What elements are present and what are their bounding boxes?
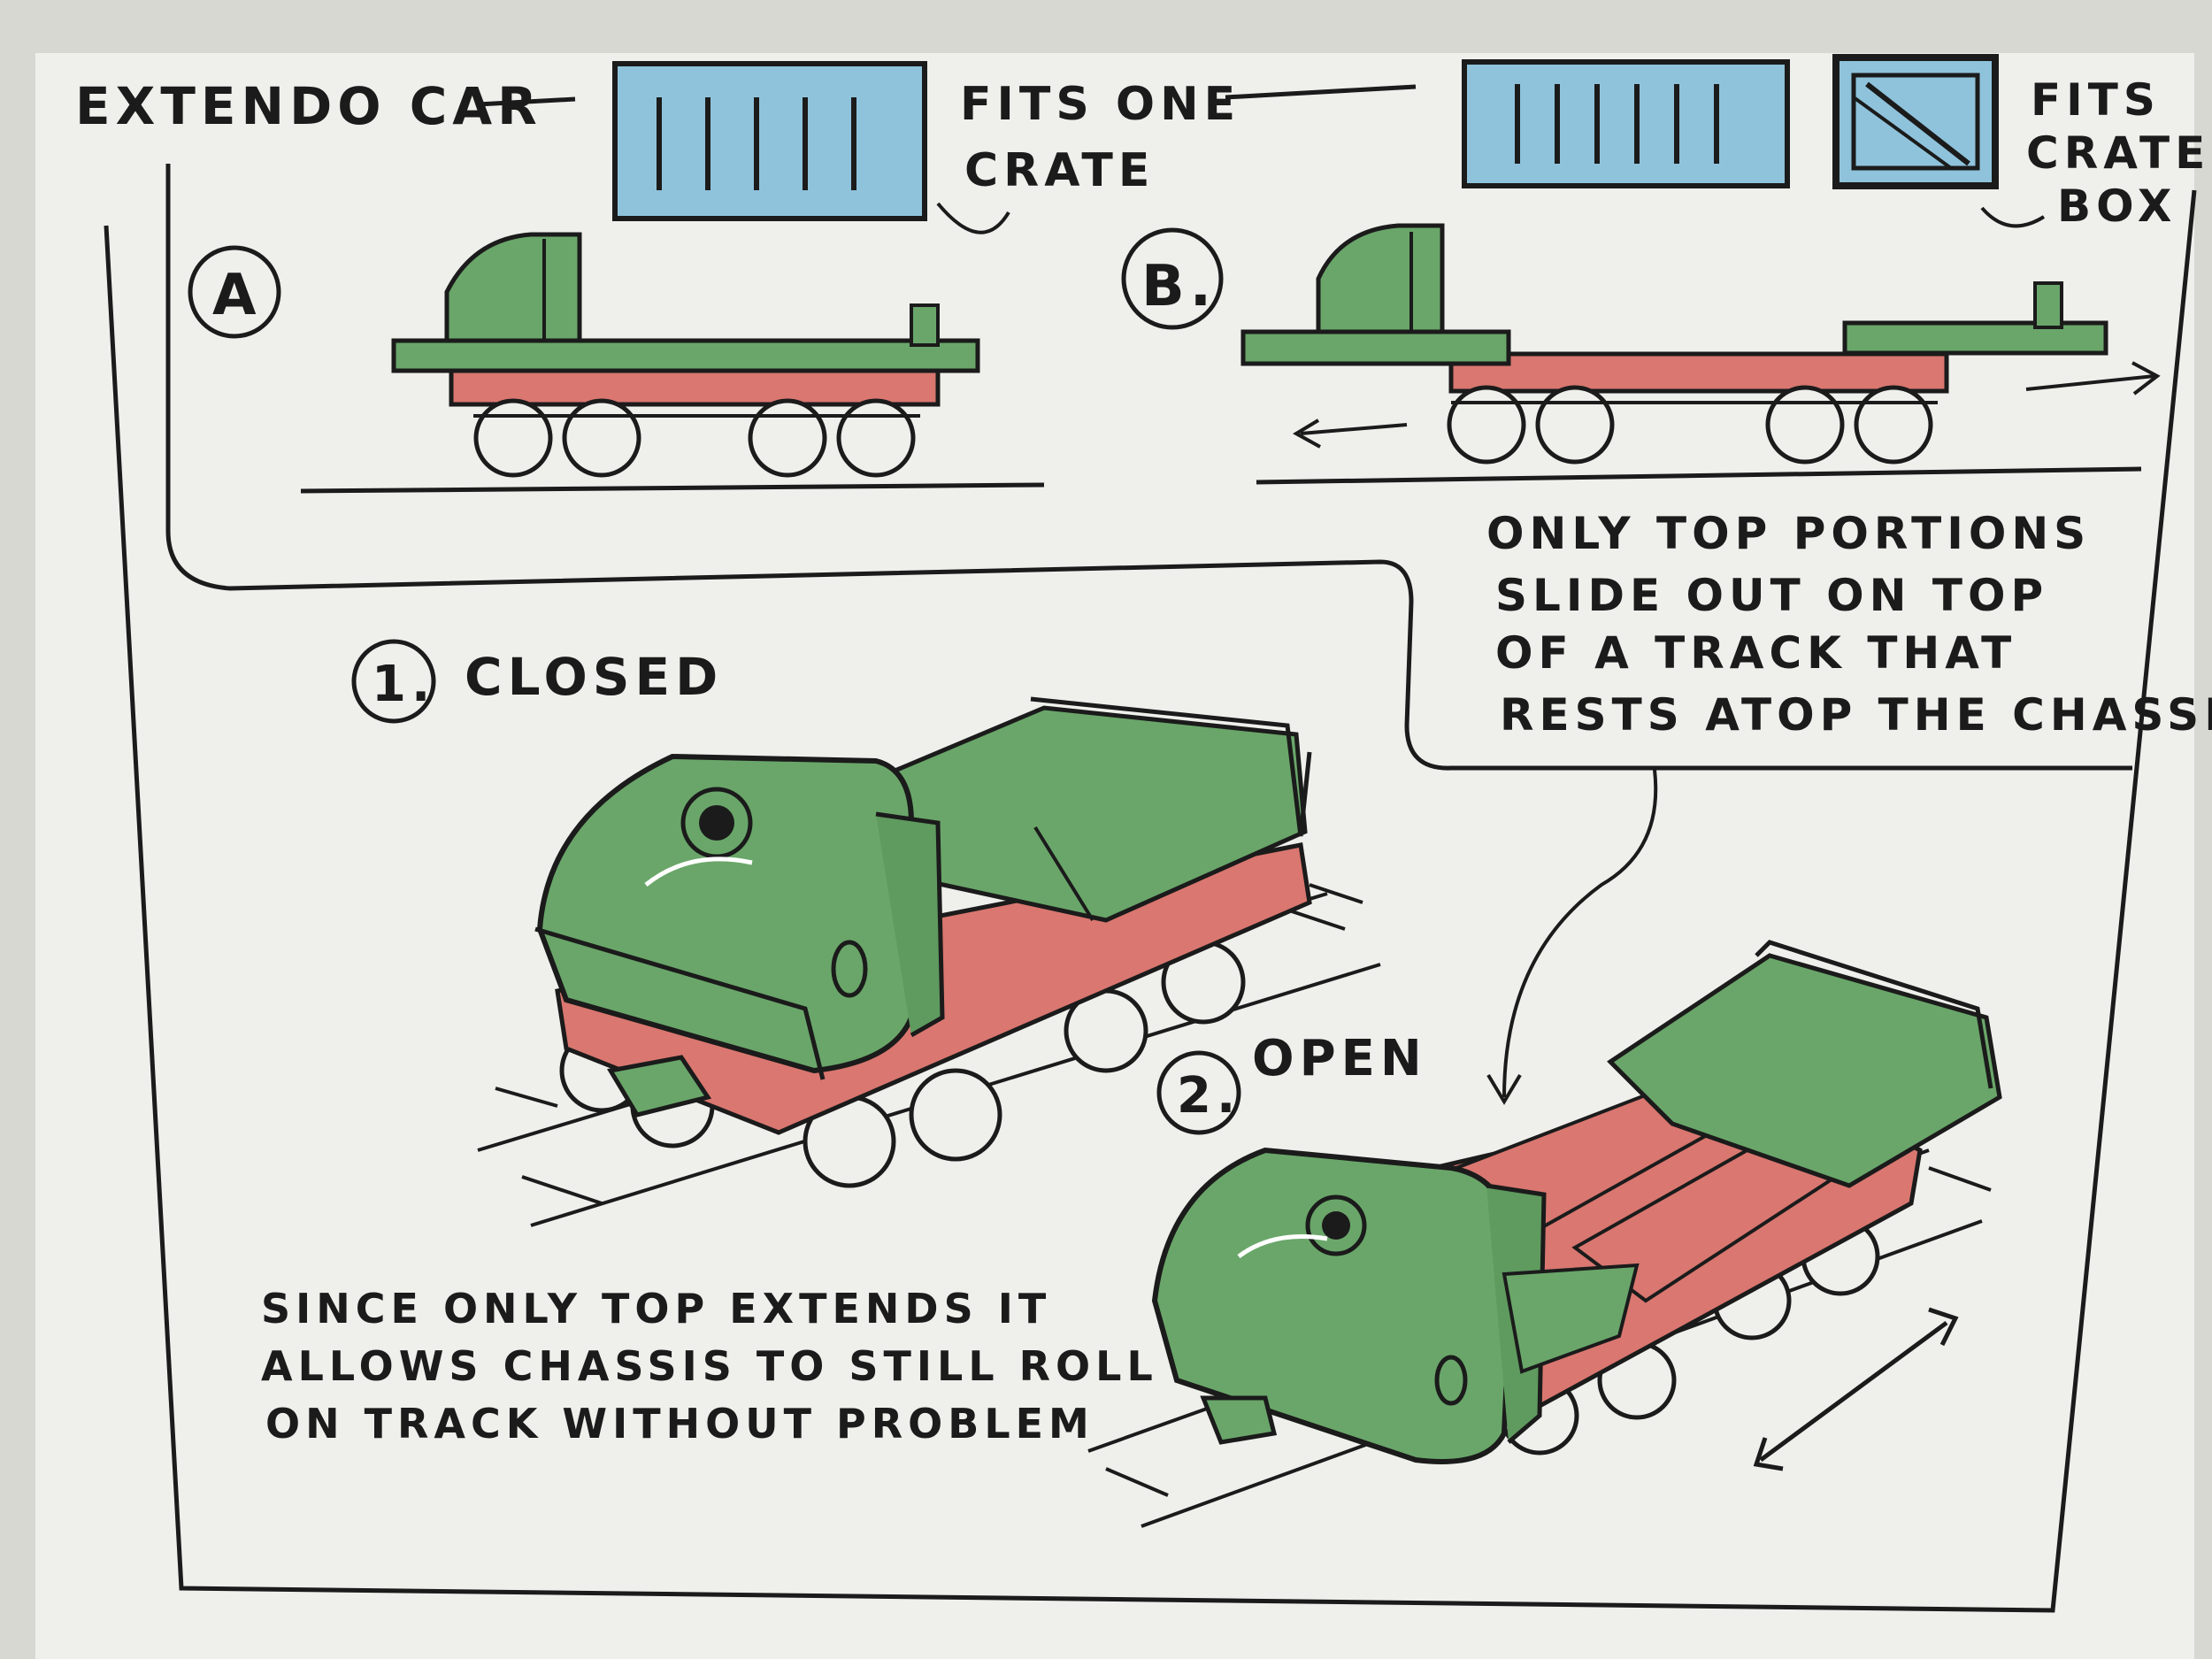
open-car-illustration xyxy=(1087,940,2002,1528)
note-fits-crate-box-line3: BOX xyxy=(2057,180,2177,232)
slide-note-line1: ONLY TOP PORTIONS xyxy=(1486,508,2091,559)
slide-note-line3: OF A TRACK THAT xyxy=(1495,627,2016,679)
bottom-note-line3: ON TRACK WITHOUT PROBLEM xyxy=(265,1400,1094,1448)
crate-icon xyxy=(612,61,927,221)
frame-outer xyxy=(104,189,2197,1613)
note-fits-one-crate-line1: FITS ONE xyxy=(960,78,1240,131)
note-fits-crate-box-line2: CRATE & xyxy=(2026,127,2212,179)
label-closed-number: 1. xyxy=(372,656,435,713)
label-open-circle xyxy=(1156,1050,1241,1135)
side-view-a: A xyxy=(188,232,1045,494)
pointer-arrow xyxy=(936,202,1010,234)
label-a-circle xyxy=(188,245,281,339)
arrow-left-icon xyxy=(1293,419,1408,449)
bottom-note-line2: ALLOWS CHASSIS TO STILL ROLL xyxy=(261,1342,1158,1390)
frame-border xyxy=(165,164,2132,771)
box-icon xyxy=(1832,54,1999,189)
pointer-curve-head xyxy=(1486,1073,1522,1105)
slide-note-line4: RESTS ATOP THE CHASSIS xyxy=(1500,689,2212,741)
label-open: OPEN xyxy=(1252,1030,1427,1087)
label-open-number: 2. xyxy=(1177,1067,1240,1125)
bottom-note-line1: SINCE ONLY TOP EXTENDS IT xyxy=(261,1285,1051,1333)
label-a: A xyxy=(212,263,262,328)
pointer-arrow-2 xyxy=(1980,206,2046,228)
sketch-title: EXTENDO CAR xyxy=(75,76,542,136)
label-b: B. xyxy=(1141,254,1217,319)
side-view-b: B. xyxy=(1121,223,2161,485)
slide-note-line2: SLIDE OUT ON TOP xyxy=(1495,570,2048,621)
label-closed-circle xyxy=(351,639,436,724)
slide-note: ONLY TOP PORTIONS SLIDE OUT ON TOP OF A … xyxy=(1486,508,2212,741)
arrow-right-icon xyxy=(2025,361,2161,396)
bottom-note: SINCE ONLY TOP EXTENDS IT ALLOWS CHASSIS… xyxy=(261,1285,1158,1448)
label-b-circle xyxy=(1121,227,1224,330)
pointer-curve xyxy=(1502,769,1658,1098)
label-closed: CLOSED xyxy=(465,647,723,707)
crate-icon-2 xyxy=(1462,59,1790,188)
closed-car-illustration xyxy=(477,696,1381,1227)
note-fits-crate-box-line1: FITS xyxy=(2031,74,2161,126)
note-fits-one-crate-line2: CRATE xyxy=(964,144,1155,197)
double-arrow-icon xyxy=(1753,1307,1959,1471)
header-rule xyxy=(1225,84,1417,100)
title-rule xyxy=(477,96,576,107)
